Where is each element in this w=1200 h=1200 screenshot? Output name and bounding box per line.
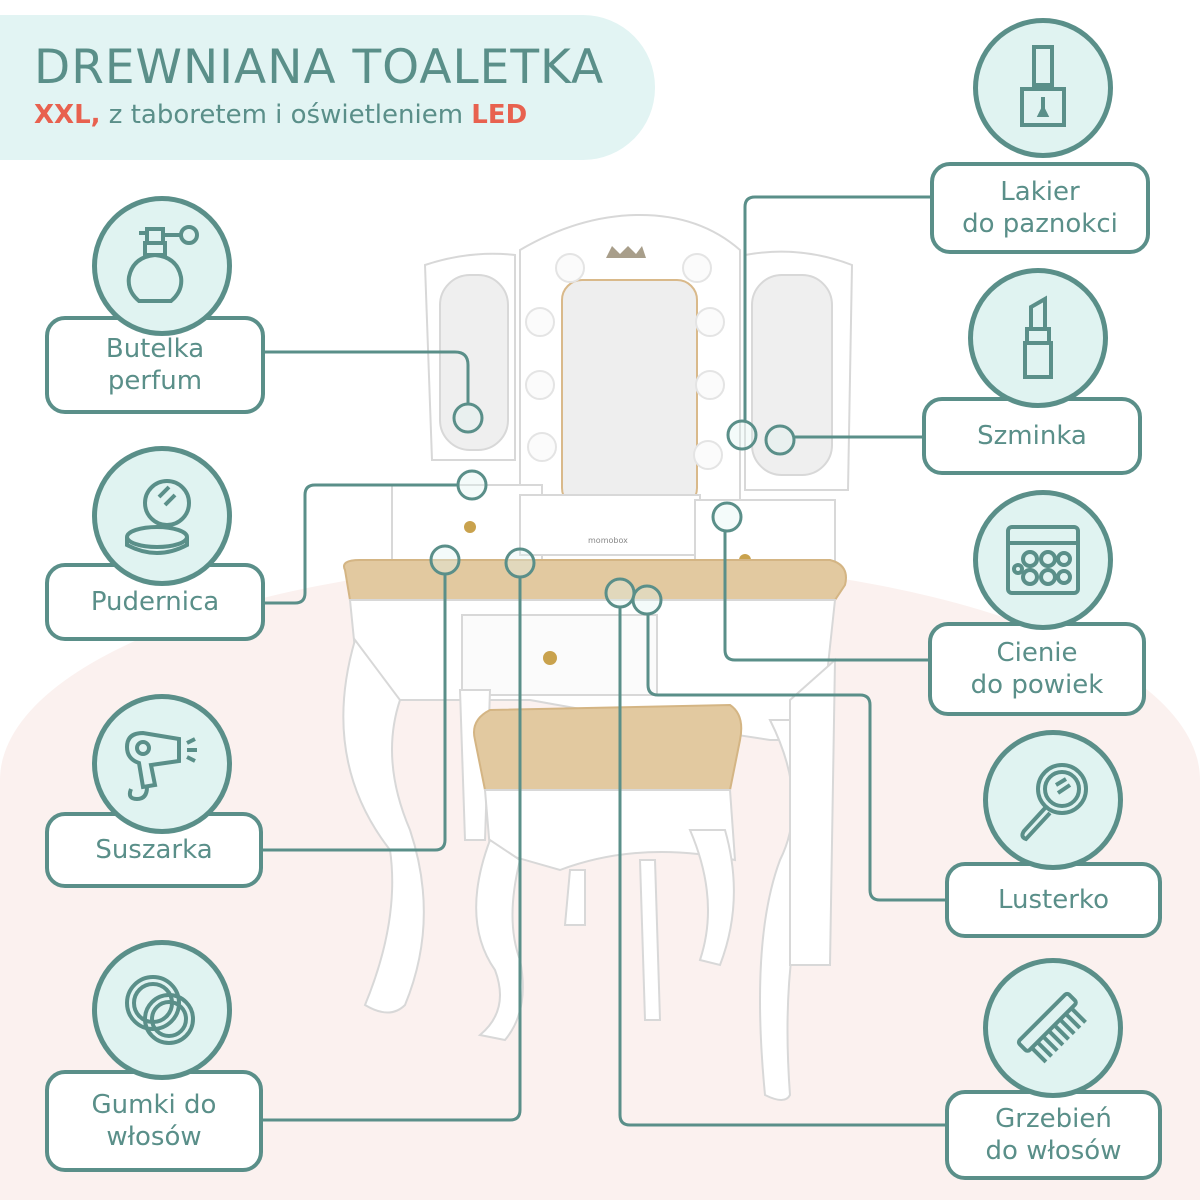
page-subtitle: XXL, z taboretem i oświetleniem LED: [34, 100, 527, 130]
marker-eyeshadow: [711, 501, 743, 533]
led-bulbs: [525, 253, 725, 470]
marker-perfume: [452, 402, 484, 434]
subtitle-led: LED: [471, 100, 528, 130]
pointer-markers: [429, 402, 796, 616]
marker-dryer: [429, 544, 461, 576]
comb-icon: [983, 958, 1123, 1098]
feature-label-lipstick: Szminka: [922, 397, 1142, 475]
feature-label-eyeshadow: Cienie do powiek: [928, 622, 1146, 716]
vanity-table: [342, 213, 854, 1101]
page-title: DREWNIANA TOALETKA: [34, 40, 605, 95]
tabletop: [343, 559, 847, 601]
eyeshadow-palette-icon: [973, 490, 1113, 630]
stool-seat: [473, 703, 743, 791]
header-banner: [0, 15, 655, 160]
crown-icon: [606, 246, 646, 258]
nail-polish-icon: [973, 18, 1113, 158]
connectors: [263, 195, 945, 1127]
powder-compact-icon: [92, 446, 232, 586]
subtitle-text: z taboretem i oświetleniem: [100, 100, 472, 130]
marker-lipstick: [764, 424, 796, 456]
marker-nail-polish: [726, 419, 758, 451]
brand-label: momobox: [588, 536, 628, 545]
hair-dryer-icon: [92, 694, 232, 834]
marker-powder: [456, 469, 488, 501]
feature-label-dryer: Suszarka: [45, 812, 263, 888]
lipstick-icon: [968, 268, 1108, 408]
hair-ties-icon: [92, 940, 232, 1080]
perfume-bottle-icon: [92, 196, 232, 336]
subtitle-xxl: XXL,: [34, 100, 101, 130]
hand-mirror-icon: [983, 730, 1123, 870]
marker-mirror: [631, 584, 663, 616]
marker-hair-ties: [504, 547, 536, 579]
feature-label-mirror: Lusterko: [945, 862, 1162, 938]
feature-label-powder: Pudernica: [45, 563, 265, 641]
marker-comb: [604, 577, 636, 609]
feature-label-hair-ties: Gumki do włosów: [45, 1070, 263, 1172]
center-mirror: [561, 279, 698, 509]
feature-label-perfume: Butelka perfum: [45, 316, 265, 414]
feature-label-comb: Grzebień do włosów: [945, 1090, 1162, 1180]
feature-label-nail-polish: Lakier do paznokci: [930, 162, 1150, 254]
